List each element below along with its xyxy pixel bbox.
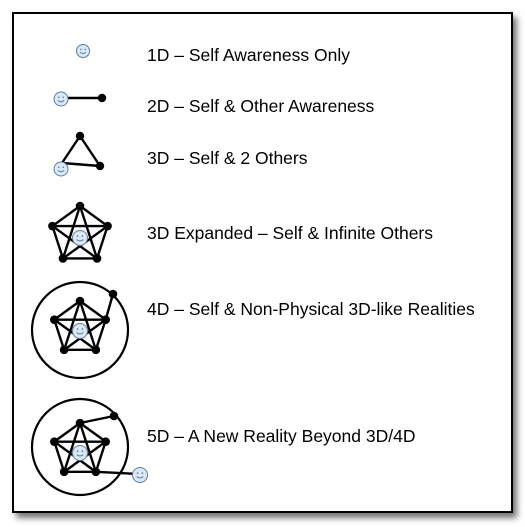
smiley-mouth xyxy=(136,476,144,479)
smiley-eye xyxy=(57,166,60,169)
connection-line xyxy=(61,135,81,164)
smiley-eye xyxy=(141,472,144,474)
reality-circle xyxy=(30,397,130,497)
icon-5d xyxy=(30,397,148,497)
network-edge xyxy=(62,300,82,351)
smiley-eye xyxy=(76,450,79,452)
network-node xyxy=(91,467,101,477)
smiley-mouth xyxy=(76,239,84,242)
icon-4d xyxy=(30,280,130,380)
network-edge xyxy=(79,300,107,321)
icon-2d xyxy=(53,91,107,107)
outer-smiley-icon xyxy=(132,467,148,483)
smiley-eye xyxy=(81,450,84,452)
network-edge xyxy=(61,205,82,259)
network-node xyxy=(75,296,85,306)
self-smiley-icon xyxy=(76,44,90,58)
network-node xyxy=(50,437,59,446)
smiley-eye xyxy=(76,328,79,330)
smiley-eye xyxy=(84,48,86,51)
network-edge xyxy=(53,422,81,443)
connection-line xyxy=(79,135,101,167)
network-node xyxy=(59,345,69,355)
network-edge xyxy=(94,441,107,473)
outer-connection-line xyxy=(79,414,115,425)
node-dot xyxy=(95,161,105,171)
network-edge xyxy=(51,205,81,228)
network-edge xyxy=(95,225,109,259)
smiley-head xyxy=(53,161,69,177)
icon-3d-expanded xyxy=(48,201,112,263)
reality-circle xyxy=(30,280,130,380)
icon-1d xyxy=(76,44,90,58)
network-node xyxy=(103,221,112,231)
smiley-eye xyxy=(81,328,84,330)
smiley-mouth xyxy=(57,100,65,103)
smiley-head xyxy=(76,44,90,58)
network-edge xyxy=(78,422,98,473)
network-edge xyxy=(53,300,81,321)
network-edge xyxy=(79,422,107,443)
smiley-eye xyxy=(81,235,84,237)
smiley-mouth xyxy=(57,170,65,173)
network-edge xyxy=(78,300,98,351)
icon-3d xyxy=(53,131,105,177)
center-smiley-icon xyxy=(72,323,88,339)
network-edge xyxy=(62,422,82,473)
connection-line xyxy=(61,161,101,168)
network-node xyxy=(75,201,85,211)
smiley-eye xyxy=(57,96,60,99)
smiley-eye xyxy=(136,472,139,474)
label-3d-expanded: 3D Expanded – Self & Infinite Others xyxy=(147,223,433,243)
other-node xyxy=(97,93,107,103)
outer-node xyxy=(108,289,118,299)
diagram-canvas xyxy=(30,44,148,497)
label-3d: 3D – Self & 2 Others xyxy=(147,148,308,168)
network-edge xyxy=(53,441,66,473)
network-edge xyxy=(53,319,66,351)
outer-connection-line xyxy=(104,293,115,320)
network-node xyxy=(101,437,110,446)
smiley-head xyxy=(132,467,148,483)
network-edge xyxy=(79,205,109,228)
diagram-frame: 1D – Self Awareness Only 2D – Self & Oth… xyxy=(12,12,513,513)
label-4d: 4D – Self & Non-Physical 3D-like Realiti… xyxy=(147,299,475,319)
smiley-mouth xyxy=(79,51,87,55)
network-node xyxy=(58,254,68,263)
outer-connection-line xyxy=(95,470,140,476)
smiley-eye xyxy=(76,235,79,237)
smiley-head xyxy=(53,91,69,107)
network-node xyxy=(91,345,101,355)
center-smiley-icon xyxy=(72,230,88,246)
label-2d: 2D – Self & Other Awareness xyxy=(147,96,375,116)
smiley-head xyxy=(72,445,88,461)
self-smiley-icon xyxy=(53,91,69,107)
node-dot xyxy=(75,131,85,141)
smiley-mouth xyxy=(76,332,84,335)
network-node xyxy=(48,221,57,231)
center-smiley-icon xyxy=(72,445,88,461)
network-edge xyxy=(94,319,107,351)
network-node xyxy=(92,254,102,263)
smiley-head xyxy=(72,323,88,339)
network-node xyxy=(59,467,69,477)
label-1d: 1D – Self Awareness Only xyxy=(147,45,350,65)
self-smiley-icon xyxy=(53,161,69,177)
smiley-mouth xyxy=(76,454,84,457)
smiley-eye xyxy=(62,166,65,169)
smiley-eye xyxy=(80,48,82,51)
network-edge xyxy=(51,225,65,259)
label-5d: 5D – A New Reality Beyond 3D/4D xyxy=(147,426,416,446)
network-node xyxy=(50,315,59,324)
outer-node xyxy=(109,411,119,421)
network-edge xyxy=(78,205,99,259)
smiley-eye xyxy=(62,96,65,99)
smiley-head xyxy=(72,230,88,246)
